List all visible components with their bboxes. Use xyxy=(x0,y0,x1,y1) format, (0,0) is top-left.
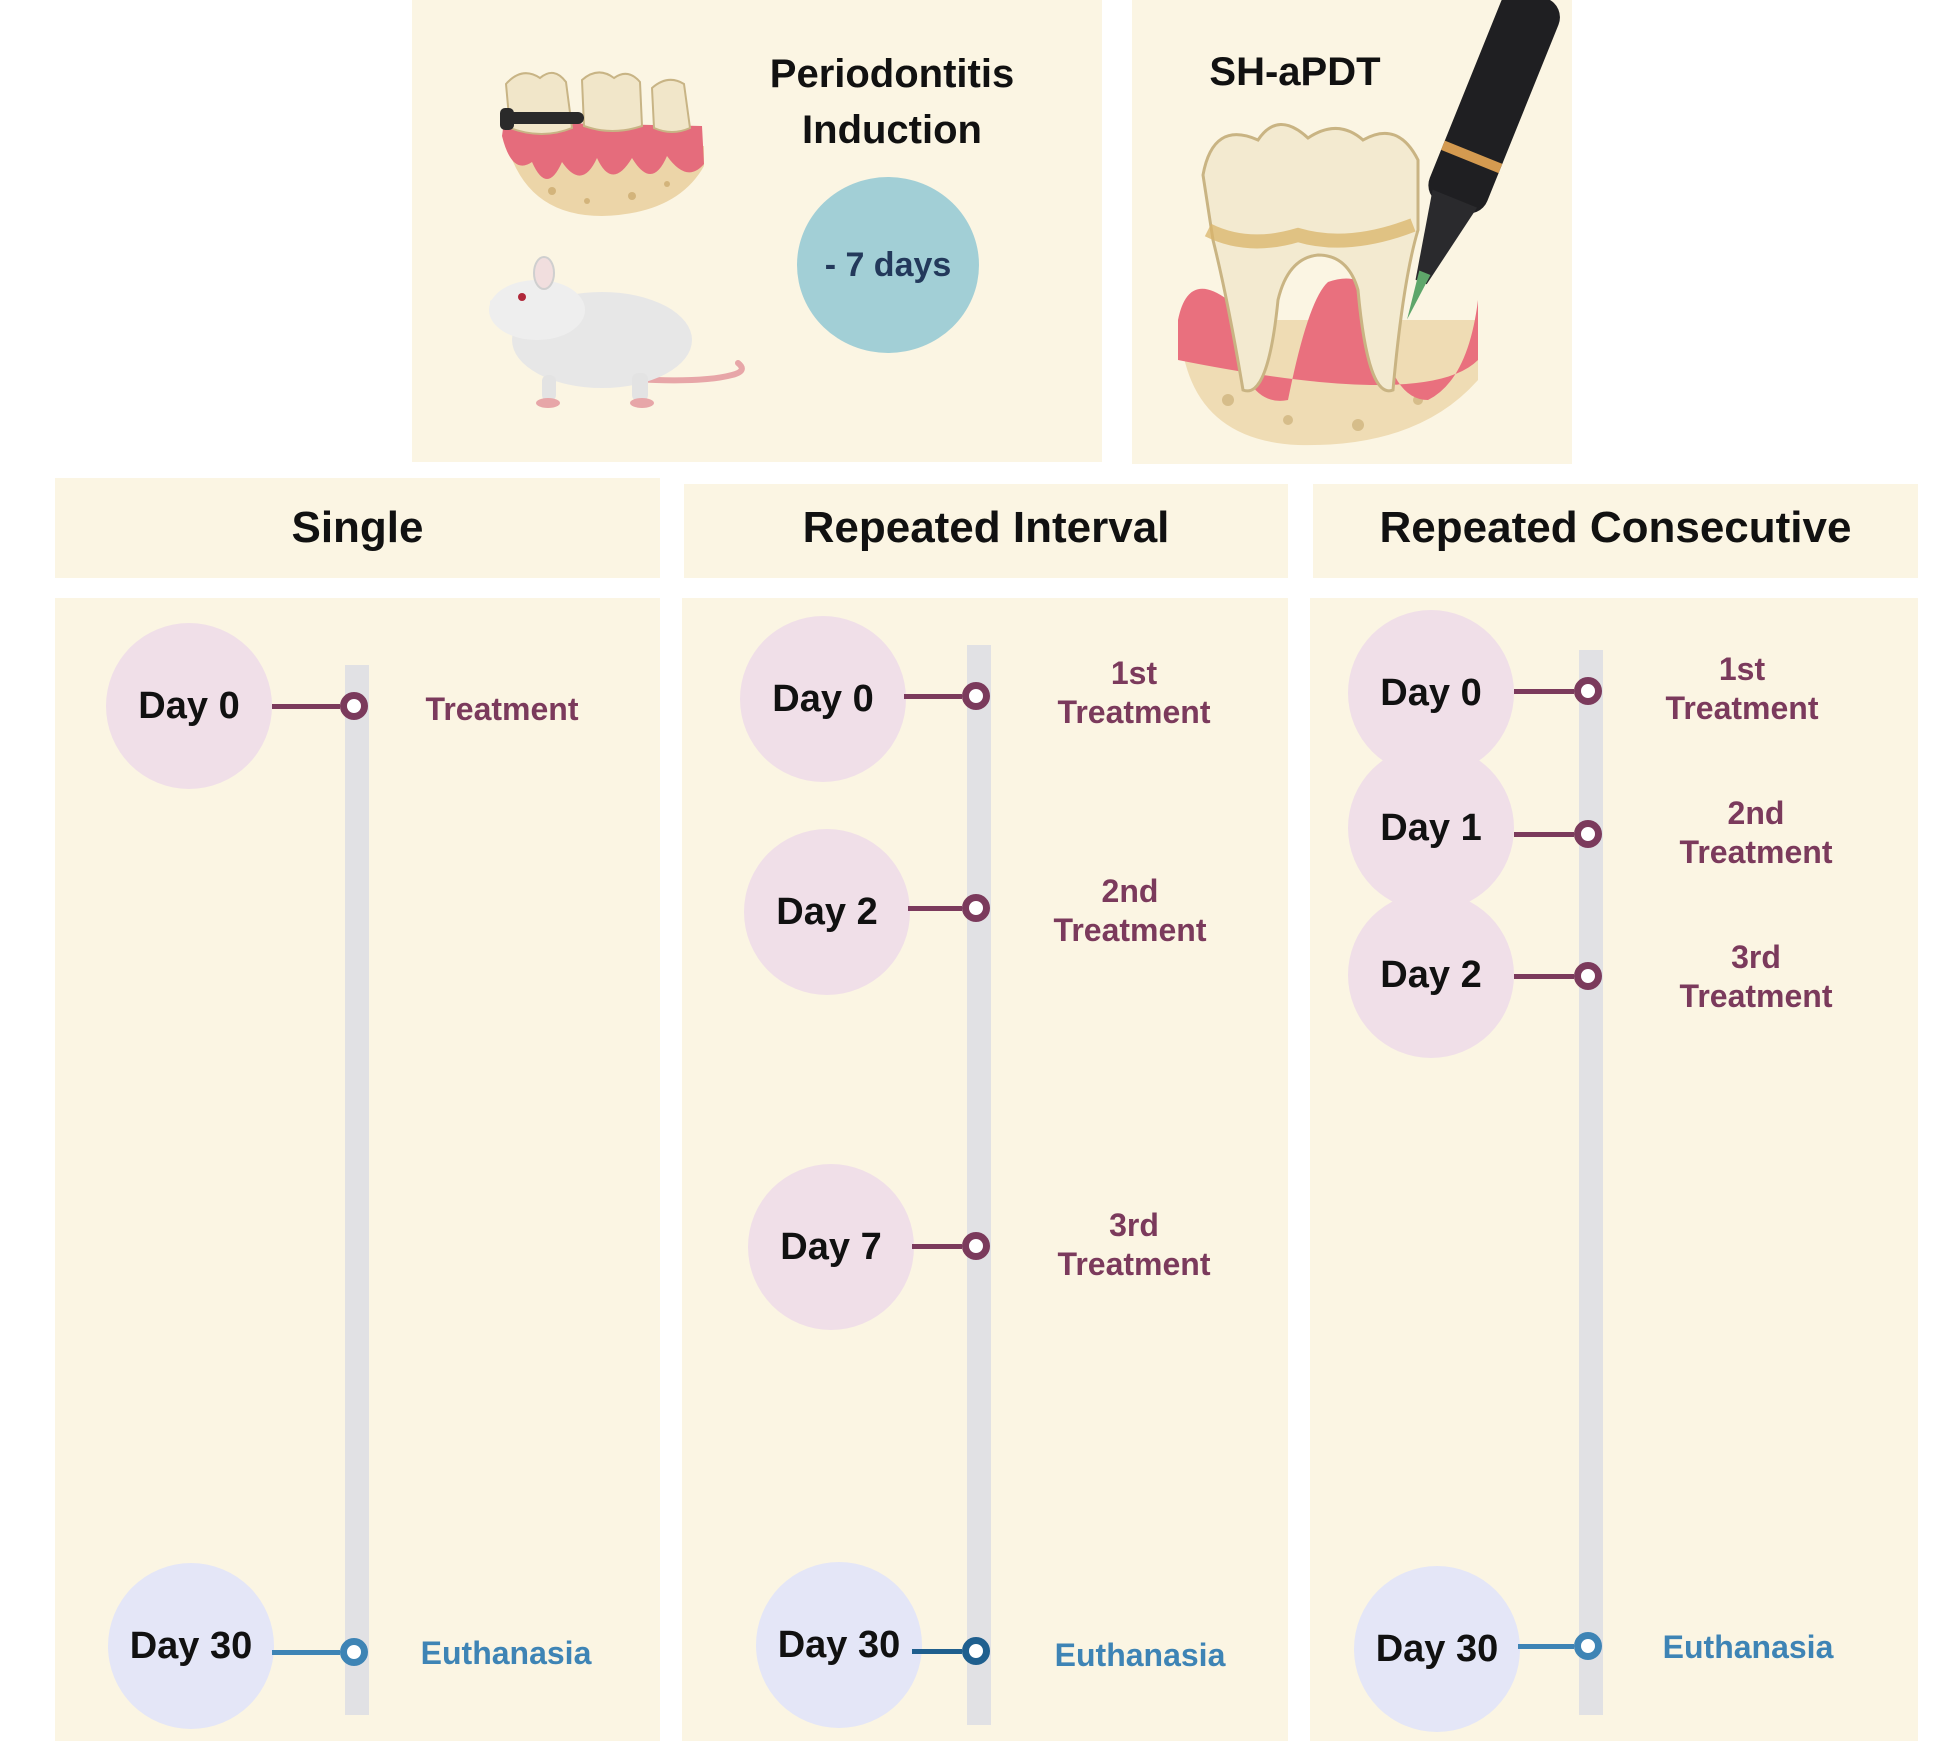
timeline-node xyxy=(1574,962,1602,990)
timeline-axis-repeated-consecutive xyxy=(1579,650,1603,1715)
event-label-line: Euthanasia xyxy=(420,1635,592,1671)
event-label-line: Treatment xyxy=(425,691,579,727)
timeline-connector xyxy=(1514,689,1574,694)
tooth-probe-icon xyxy=(1178,0,1560,446)
event-label: Euthanasia xyxy=(1628,1628,1868,1667)
event-label-line: 1st xyxy=(1110,655,1158,691)
column-header-single xyxy=(55,478,660,578)
timeline-node xyxy=(962,894,990,922)
event-label: 1st Treatment xyxy=(1622,650,1862,728)
day-marker: Day 30 xyxy=(1354,1566,1520,1732)
treatment-method-title: SH-aPDT xyxy=(1209,50,1381,94)
day-marker: Day 2 xyxy=(744,829,910,995)
event-label: Treatment xyxy=(382,690,622,729)
event-label: Euthanasia xyxy=(386,1634,626,1673)
day-marker: Day 2 xyxy=(1348,892,1514,1058)
induction-title-line2: Induction xyxy=(802,108,982,152)
event-label-line: 3rd xyxy=(1731,939,1781,975)
timeline-connector xyxy=(908,906,962,911)
event-label-line: Treatment xyxy=(1679,978,1833,1014)
event-label-line: Treatment xyxy=(1679,834,1833,870)
timeline-node xyxy=(962,1232,990,1260)
event-label-line: 2nd xyxy=(1727,795,1785,831)
day-marker: Day 0 xyxy=(740,616,906,782)
timeline-connector xyxy=(1518,1644,1574,1649)
induction-duration-badge: - 7 days xyxy=(797,177,979,353)
timeline-node xyxy=(1574,820,1602,848)
column-title-repeated-interval: Repeated Interval xyxy=(802,503,1170,552)
day-marker: Day 1 xyxy=(1348,745,1514,911)
induction-duration-text: - 7 days xyxy=(824,245,952,284)
column-header-repeated-interval xyxy=(684,484,1288,578)
event-label-line: Treatment xyxy=(1665,690,1819,726)
timeline-connector xyxy=(1514,832,1574,837)
event-label-line: Treatment xyxy=(1057,1246,1211,1282)
timeline-node xyxy=(340,1638,368,1666)
timeline-axis-single xyxy=(345,665,369,1715)
timeline-node xyxy=(962,1637,990,1665)
molars-ligature-icon xyxy=(500,71,704,216)
event-label: 1st Treatment xyxy=(1014,654,1254,732)
timeline-connector xyxy=(1514,974,1574,979)
timeline-node xyxy=(962,682,990,710)
event-label: 3rd Treatment xyxy=(1636,938,1876,1016)
event-label-line: Treatment xyxy=(1057,694,1211,730)
event-label-line: 1st xyxy=(1718,651,1766,687)
timeline-axis-repeated-interval xyxy=(967,645,991,1725)
day-marker: Day 7 xyxy=(748,1164,914,1330)
induction-title: Periodontitis Induction xyxy=(722,46,1062,158)
timeline-node xyxy=(1574,677,1602,705)
timeline-node xyxy=(340,692,368,720)
rat-icon xyxy=(489,256,745,408)
event-label-line: Treatment xyxy=(1053,912,1207,948)
event-label: 3rd Treatment xyxy=(1014,1206,1254,1284)
timeline-connector xyxy=(904,694,962,699)
induction-title-line1: Periodontitis xyxy=(769,52,1015,96)
event-label: 2nd Treatment xyxy=(1636,794,1876,872)
day-marker: Day 0 xyxy=(106,623,272,789)
event-label-line: Euthanasia xyxy=(1054,1637,1226,1673)
timeline-connector xyxy=(912,1649,962,1654)
day-marker: Day 30 xyxy=(756,1562,922,1728)
timeline-connector xyxy=(272,704,340,709)
event-label-line: Euthanasia xyxy=(1662,1629,1834,1665)
event-label-line: 3rd xyxy=(1109,1207,1159,1243)
timeline-node xyxy=(1574,1632,1602,1660)
event-label: Euthanasia xyxy=(1020,1636,1260,1675)
timeline-connector xyxy=(912,1244,962,1249)
column-title-single: Single xyxy=(291,503,424,552)
day-marker: Day 30 xyxy=(108,1563,274,1729)
event-label-line: 2nd xyxy=(1101,873,1159,909)
timeline-connector xyxy=(272,1650,340,1655)
column-title-repeated-consecutive: Repeated Consecutive xyxy=(1379,503,1852,552)
column-header-repeated-consecutive xyxy=(1313,484,1918,578)
event-label: 2nd Treatment xyxy=(1010,872,1250,950)
